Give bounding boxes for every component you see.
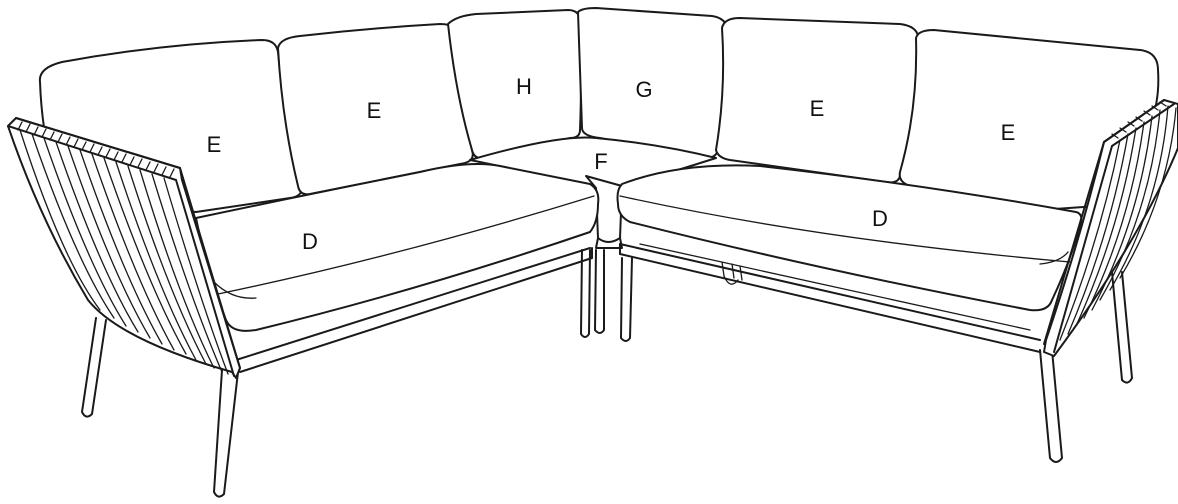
right-arm	[1043, 99, 1178, 357]
label-back-left-inner: E	[367, 98, 382, 123]
label-left-seat: D	[302, 229, 318, 254]
label-corner-seat: F	[594, 149, 607, 174]
label-back-left-outer: E	[207, 132, 222, 157]
label-back-right-outer: E	[1001, 120, 1016, 145]
back-cushion-corner-right	[577, 7, 729, 159]
back-cushion-corner-left	[447, 9, 582, 160]
label-right-seat: D	[872, 206, 888, 231]
left-arm	[7, 117, 241, 379]
frame-legs	[81, 249, 1133, 498]
back-cushions	[38, 7, 1160, 213]
left-seat-cushion	[195, 163, 600, 332]
label-back-right-inner: E	[810, 96, 825, 121]
label-corner-back-left: H	[516, 74, 532, 99]
label-corner-back-right: G	[635, 77, 652, 102]
left-frame	[235, 247, 593, 373]
part-labels: E E H G E E F D D	[207, 74, 1016, 254]
right-seat-cushion	[616, 164, 1083, 312]
